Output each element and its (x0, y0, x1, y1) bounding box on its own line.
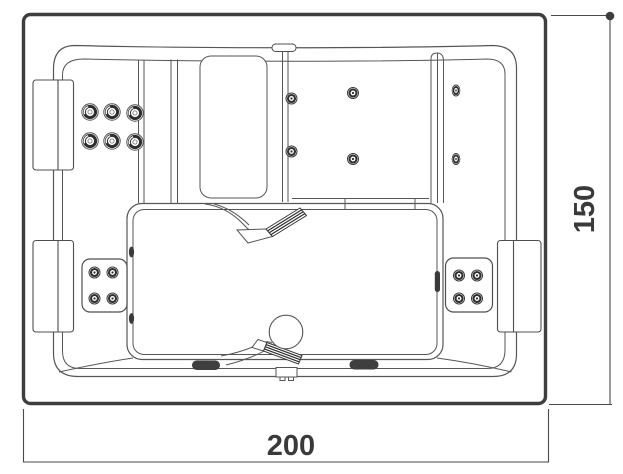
dimension-width-line (22, 409, 550, 463)
jet-pad-right (444, 257, 494, 313)
jet (105, 291, 120, 306)
side-panel-bottom-right (496, 239, 542, 333)
jet-pad-left (81, 258, 128, 313)
jet (125, 132, 145, 152)
side-panel-top-left (32, 79, 75, 171)
jet (80, 131, 100, 151)
jet (102, 102, 122, 122)
jet (80, 102, 100, 122)
dimension-end-dot (605, 11, 615, 21)
jet (87, 291, 102, 306)
dimension-height-line (549, 11, 615, 406)
rim-side-panels (32, 79, 542, 333)
jet (470, 268, 484, 283)
jet (125, 103, 145, 123)
waterfall-bottom (220, 338, 303, 366)
jet (450, 83, 462, 98)
waterfall-top (204, 203, 308, 244)
jet (87, 265, 102, 280)
side-panel-bottom-left (32, 239, 75, 333)
jet (452, 268, 466, 283)
jet (284, 144, 299, 159)
width-dimension-label: 200 (266, 430, 316, 462)
jet (452, 291, 466, 306)
jet (102, 131, 122, 151)
height-dimension-label: 150 (569, 184, 601, 234)
drain-circle (268, 314, 304, 350)
seat-divider-lines (138, 51, 444, 203)
jet (105, 265, 120, 280)
bottom-jet-strips (192, 360, 379, 370)
jet (470, 291, 484, 306)
jet (346, 152, 360, 166)
jet (346, 86, 360, 100)
control-keypad (271, 43, 297, 52)
headrest-pillow (199, 55, 268, 199)
footwell-wall-jets (128, 246, 440, 324)
drain-bracket (275, 367, 298, 381)
bench-edges (58, 357, 512, 373)
jet (284, 91, 299, 106)
jet (450, 152, 462, 166)
